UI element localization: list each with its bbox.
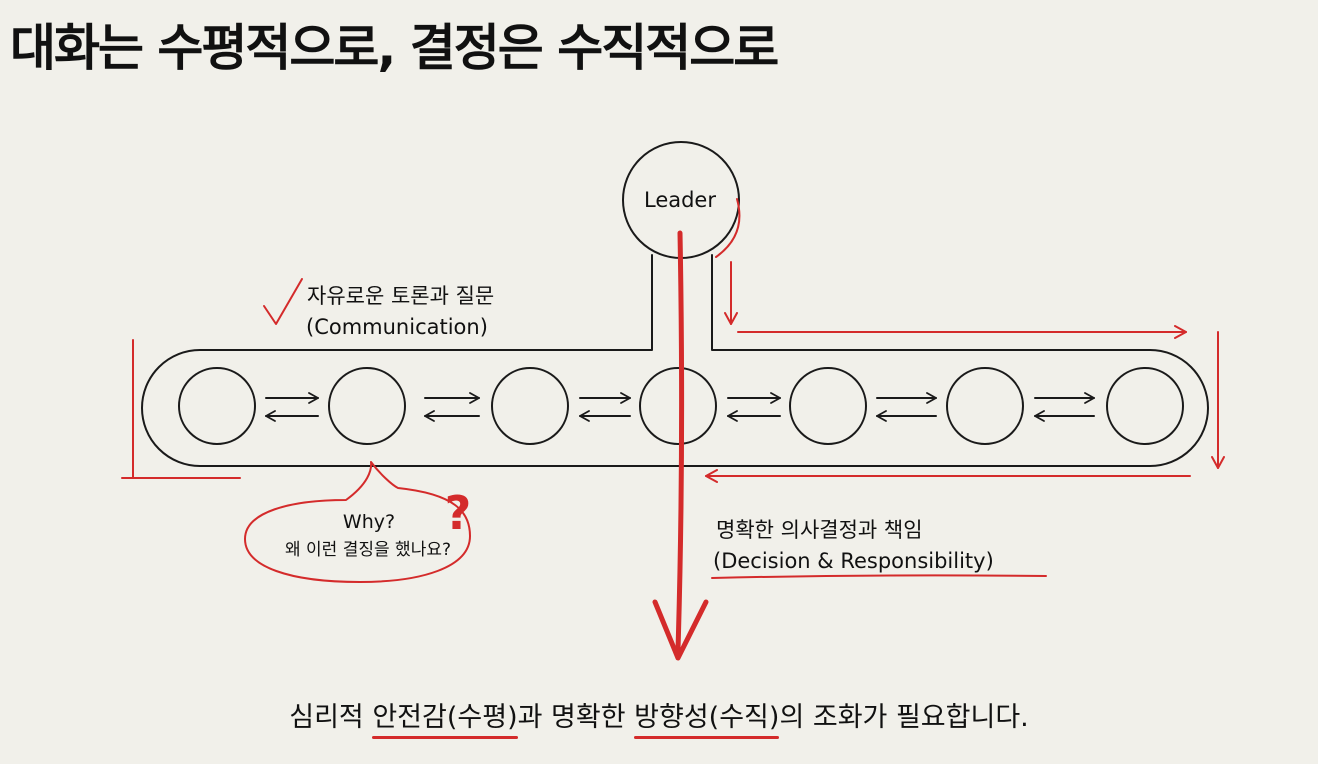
communication-label: 자유로운 토론과 질문	[307, 284, 494, 308]
peer-exchange-arrows	[265, 392, 1095, 422]
footer-message: 심리적 안전감(수평)과 명확한 방향성(수직)의 조화가 필요합니다.	[0, 695, 1318, 739]
decision-underline	[711, 574, 1047, 579]
decision-arrow	[652, 230, 709, 661]
decision-label: 명확한 의사결정과 책임	[716, 518, 923, 542]
team-member-7	[1106, 367, 1184, 445]
team-member-1	[178, 367, 256, 445]
question-text: 왜 이런 결징을 했나요?	[285, 540, 451, 560]
footer-highlight-vertical: 방향성(수직)	[634, 695, 780, 739]
team-member-2	[328, 367, 406, 445]
footer-highlight-horizontal: 안전감(수평)	[372, 695, 518, 739]
team-members	[178, 367, 1184, 445]
team-member-6	[946, 367, 1024, 445]
footer-text-2: 과 명확한	[517, 702, 635, 733]
page-title: 대화는 수평적으로, 결정은 수직적으로	[10, 19, 779, 77]
decision-label-en: (Decision & Responsibility)	[713, 549, 994, 573]
team-member-3	[491, 367, 569, 445]
leader-label: Leader	[644, 188, 716, 212]
team-member-4	[639, 367, 717, 445]
question-why: Why?	[343, 511, 395, 533]
check-icon	[263, 278, 303, 325]
footer-text-3: 의 조화가 필요합니다.	[779, 702, 1029, 733]
question-bubble	[244, 461, 471, 583]
sketch-frame-lines	[121, 198, 1225, 483]
communication-label-en: (Communication)	[306, 315, 488, 339]
team-member-5	[789, 367, 867, 445]
footer-text-1: 심리적	[289, 702, 373, 733]
question-mark-icon: ?	[445, 486, 472, 540]
team-bar-outline	[141, 254, 1209, 467]
